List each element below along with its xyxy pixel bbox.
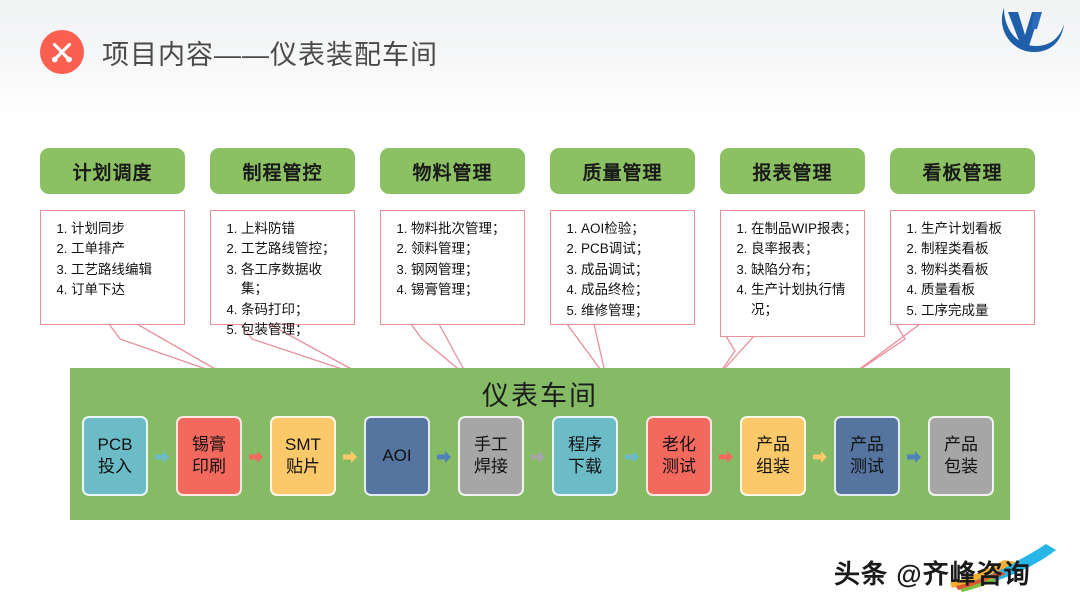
process-step-line1: 产品 [944,435,978,455]
module-item-list: AOI检验； PCB调试； 成品调试； 成品终检； 维修管理； [560,219,688,320]
process-step-line1: 产品 [756,435,790,455]
list-item: 物料批次管理； [411,219,518,238]
list-item: 维修管理； [581,301,688,320]
list-item: 质量看板 [921,280,1028,299]
flow-arrow-4 [531,450,545,463]
list-item: 条码打印； [241,300,348,319]
process-step-line1: 手工 [474,435,508,455]
module-header-0[interactable]: 计划调度 [40,148,185,194]
list-item: 成品终检； [581,280,688,299]
list-item: 物料类看板 [921,260,1028,279]
module-item-list: 上料防错 工艺路线管控； 各工序数据收集； 条码打印； 包装管理； [220,219,348,340]
list-item: 工艺路线编辑 [71,260,178,279]
workshop-band-title: 仪表车间 [482,381,598,411]
process-step-manual-soldering[interactable]: 手工 焊接 [458,416,524,496]
module-item-list: 生产计划看板 制程类看板 物料类看板 质量看板 工序完成量 [900,219,1028,320]
flow-arrow-8 [907,450,921,463]
process-step-line1: 产品 [850,435,884,455]
module-header-5[interactable]: 看板管理 [890,148,1035,194]
page-title-row: 项目内容——仪表装配车间 [40,30,438,74]
process-step-line1: AOI [382,446,412,466]
process-step-product-packing[interactable]: 产品 包装 [928,416,994,496]
module-item-list: 计划同步 工单排产 工艺路线编辑 订单下达 [50,219,178,300]
flow-arrow-5 [625,450,639,463]
list-item: 工单排产 [71,239,178,258]
module-title: 看板管理 [922,162,1003,184]
process-step-line1: 程序 [568,435,602,455]
module-callout-2: 物料批次管理； 领料管理； 钢网管理； 锡膏管理； [380,210,525,325]
list-item: 制程类看板 [921,239,1028,258]
module-callout-0: 计划同步 工单排产 工艺路线编辑 订单下达 [40,210,185,325]
flow-arrow-6 [719,450,733,463]
process-step-line2: 组装 [756,457,790,476]
process-step-line2: 投入 [98,457,132,476]
module-item-list: 物料批次管理； 领料管理； 钢网管理； 锡膏管理； [390,219,518,300]
module-header-4[interactable]: 报表管理 [720,148,865,194]
process-step-line1: 老化 [662,435,696,455]
watermark: 头条 @齐峰咨询 [834,540,1064,598]
list-item: 上料防错 [241,219,348,238]
list-item: 生产计划看板 [921,219,1028,238]
module-title: 报表管理 [752,162,833,184]
flow-arrow-3 [437,450,451,463]
list-item: 领料管理； [411,239,518,258]
page-title: 项目内容——仪表装配车间 [102,39,438,70]
module-title: 制程管控 [242,162,323,184]
module-title: 计划调度 [72,162,153,184]
list-item: 订单下达 [71,280,178,299]
list-item: PCB调试； [581,239,688,258]
header-background [0,0,1080,120]
module-callout-4: 在制品WIP报表； 良率报表； 缺陷分布； 生产计划执行情况； [720,210,865,337]
module-title: 质量管理 [582,162,663,184]
process-step-line2: 贴片 [286,457,320,476]
process-step-line2: 下载 [568,457,602,476]
module-callout-1: 上料防错 工艺路线管控； 各工序数据收集； 条码打印； 包装管理； [210,210,355,337]
flow-arrow-7 [813,450,827,463]
list-item: 锡膏管理； [411,280,518,299]
list-item: 工序完成量 [921,301,1028,320]
process-step-solder-printing[interactable]: 锡膏 印刷 [176,416,242,496]
module-header-2[interactable]: 物料管理 [380,148,525,194]
list-item: 各工序数据收集； [241,260,348,299]
process-step-product-assembly[interactable]: 产品 组装 [740,416,806,496]
process-step-line1: 锡膏 [192,435,226,455]
flow-arrow-1 [249,450,263,463]
watermark-text: 头条 @齐峰咨询 [834,559,1031,589]
module-header-3[interactable]: 质量管理 [550,148,695,194]
w-letter-logo [982,2,1066,58]
flow-arrow-2 [343,450,357,463]
process-step-program-download[interactable]: 程序 下载 [552,416,618,496]
list-item: 计划同步 [71,219,178,238]
flow-arrow-0 [155,450,169,463]
module-item-list: 在制品WIP报表； 良率报表； 缺陷分布； 生产计划执行情况； [730,219,858,319]
list-item: 在制品WIP报表； [751,219,858,238]
process-step-line2: 包装 [944,457,978,476]
process-step-product-test[interactable]: 产品 测试 [834,416,900,496]
list-item: 钢网管理； [411,260,518,279]
process-step-line2: 测试 [850,457,884,476]
list-item: 工艺路线管控； [241,239,348,258]
process-step-pcb-input[interactable]: PCB 投入 [82,416,148,496]
list-item: 成品调试； [581,260,688,279]
process-step-aoi[interactable]: AOI [364,416,430,496]
list-item: 缺陷分布； [751,260,858,279]
process-step-line2: 焊接 [474,457,508,476]
process-step-smt-mounting[interactable]: SMT 贴片 [270,416,336,496]
list-item: AOI检验； [581,219,688,238]
list-item: 生产计划执行情况； [751,280,858,319]
crossed-tools-icon [40,30,84,74]
process-step-line2: 测试 [662,457,696,476]
module-title: 物料管理 [412,162,493,184]
process-step-burn-in-test[interactable]: 老化 测试 [646,416,712,496]
process-step-line1: SMT [285,435,321,455]
list-item: 包装管理； [241,320,348,339]
module-callout-5: 生产计划看板 制程类看板 物料类看板 质量看板 工序完成量 [890,210,1035,325]
process-step-line2: 印刷 [192,457,226,476]
process-step-line1: PCB [97,435,133,455]
list-item: 良率报表； [751,239,858,258]
module-callout-3: AOI检验； PCB调试； 成品调试； 成品终检； 维修管理； [550,210,695,325]
module-header-1[interactable]: 制程管控 [210,148,355,194]
